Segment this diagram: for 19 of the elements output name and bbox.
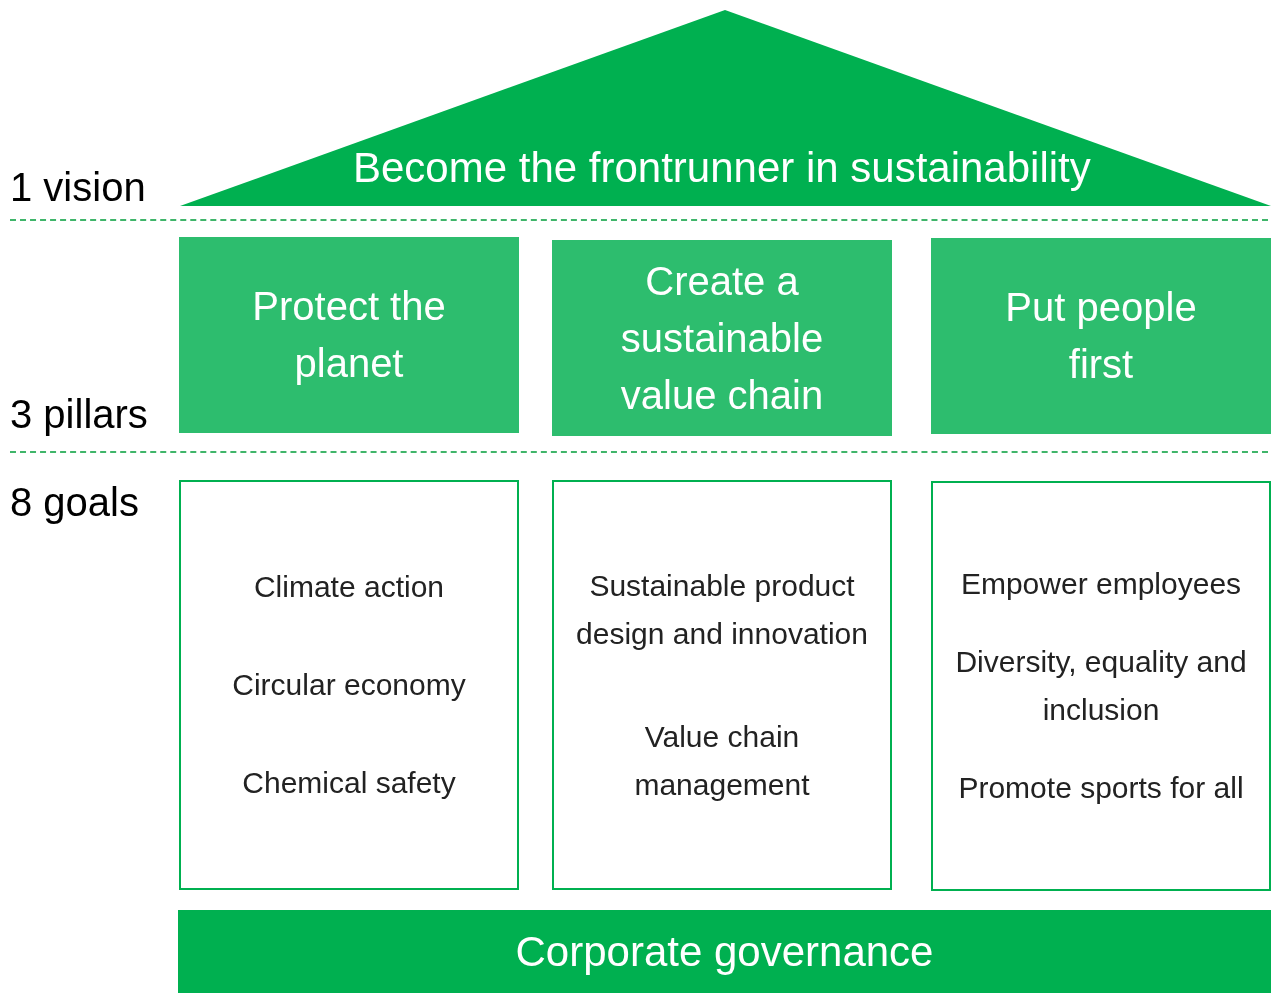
pillar-box: Create a sustainable value chain [552,240,892,436]
tier-label: 3 pillars [10,392,148,436]
goal-text: Sustainable product design and innovation [575,567,869,652]
goal-text: Circular economy [232,667,466,703]
goal-panel [552,480,892,890]
goal-text: Value chain management [633,718,811,803]
foundation-banner: Corporate governance [178,910,1271,993]
vision-text: Become the frontrunner in sustainability [353,144,1091,192]
pillar-box: Put people first [931,238,1271,434]
tier-label: 8 goals [10,480,139,524]
goal-text: Chemical safety [242,765,456,801]
goal-text: Climate action [253,569,445,605]
goal-text: Promote sports for all [958,770,1244,806]
goal-panel [179,480,519,890]
goal-text: Diversity, equality and inclusion [954,644,1248,728]
pillar-box: Protect the planet [179,237,519,433]
tier-label: 1 vision [10,165,146,209]
goal-panel [931,481,1271,891]
goal-text: Empower employees [960,566,1242,602]
